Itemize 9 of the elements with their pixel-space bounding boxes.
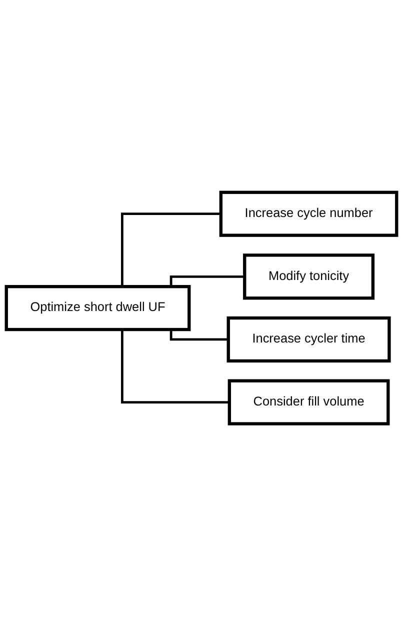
node-box: Modify tonicity [243, 254, 375, 300]
node-box: Increase cycler time [226, 316, 391, 363]
node-box: Increase cycle number [219, 191, 398, 238]
connector [170, 276, 245, 288]
connector [121, 330, 230, 404]
connector [121, 213, 221, 288]
node-box: Optimize short dwell UF [4, 285, 191, 332]
connector [170, 330, 228, 342]
node-box: Consider fill volume [228, 380, 390, 426]
